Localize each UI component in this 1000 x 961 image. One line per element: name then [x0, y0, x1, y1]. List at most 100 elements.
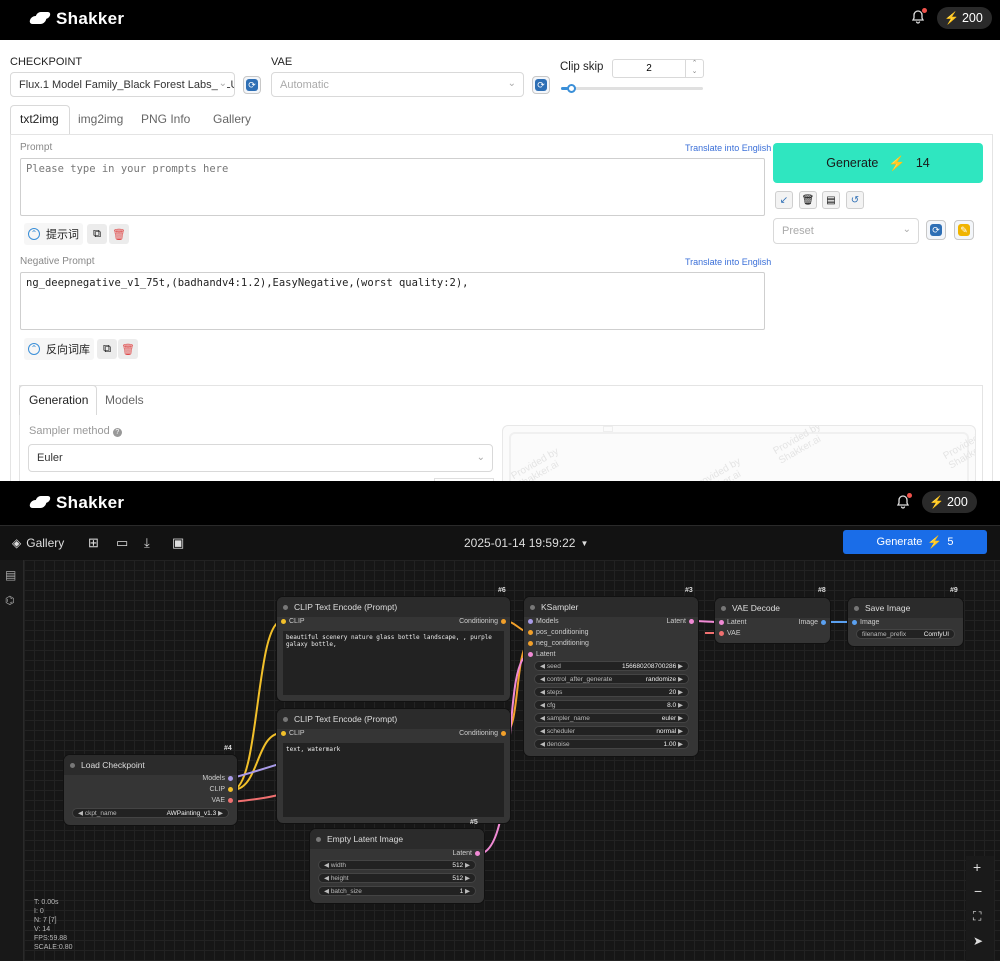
- comfy-toolbar: ◈Gallery ⊞ ▭ ⤓ ▣ 2025-01-14 19:59:22▼: [0, 525, 1000, 560]
- credits-badge[interactable]: ⚡200: [922, 491, 977, 513]
- tab-img2img[interactable]: img2img: [78, 112, 124, 126]
- chevron-up-icon: ⌃: [28, 343, 40, 355]
- brand-logo[interactable]: Shakker: [30, 9, 124, 29]
- port-clip: CLIP: [289, 730, 305, 737]
- datetime-dropdown[interactable]: 2025-01-14 19:59:22▼: [464, 536, 588, 550]
- download-icon[interactable]: ⤓: [144, 535, 150, 550]
- negative-prompt-input[interactable]: ng_deepnegative_v1_75t,(badhandv4:1.2),E…: [20, 272, 765, 330]
- credits-badge[interactable]: ⚡200: [937, 7, 992, 29]
- save-icon[interactable]: ▣: [172, 535, 185, 550]
- trash-icon[interactable]: 🗑: [109, 224, 129, 244]
- trash-icon[interactable]: 🗑: [118, 339, 138, 359]
- port-dot[interactable]: [501, 619, 506, 624]
- new-file-icon[interactable]: ⊞: [88, 535, 99, 550]
- port-dot[interactable]: [852, 620, 857, 625]
- port-dot[interactable]: [228, 787, 233, 792]
- prompt-library-button[interactable]: ⌃提示词: [24, 223, 83, 245]
- negative-library-button[interactable]: ⌃反向词库: [24, 338, 94, 360]
- port-dot[interactable]: [528, 619, 533, 624]
- preset-select[interactable]: Preset⌄: [773, 218, 919, 244]
- widget-label: control_after_generate: [546, 676, 613, 683]
- tab-gallery[interactable]: Gallery: [213, 112, 252, 126]
- tab-png-info[interactable]: PNG Info: [141, 112, 191, 126]
- bell-icon[interactable]: [910, 8, 927, 25]
- trash-icon[interactable]: 🗑: [799, 191, 817, 209]
- refresh-preset-button[interactable]: ⟳: [926, 220, 946, 240]
- zoom-out-icon[interactable]: −: [974, 883, 983, 899]
- checkpoint-select[interactable]: Flux.1 Model Family_Black Forest Labs_FL…: [10, 72, 235, 97]
- port-dot[interactable]: [228, 798, 233, 803]
- tab-txt2img-box: [10, 105, 70, 135]
- port-dot[interactable]: [719, 620, 724, 625]
- port-dot[interactable]: [719, 631, 724, 636]
- port-dot[interactable]: [528, 630, 533, 635]
- brand-logo[interactable]: Shakker: [30, 493, 124, 513]
- locate-icon[interactable]: ➤: [973, 934, 984, 948]
- undo-icon[interactable]: ↺: [846, 191, 864, 209]
- port-dot[interactable]: [528, 652, 533, 657]
- node-vae-decode[interactable]: VAE Decode Latent VAE Image: [715, 598, 830, 643]
- edit-preset-button[interactable]: ✎: [954, 220, 974, 240]
- chevron-down-icon: ⌄: [476, 452, 485, 463]
- zoom-in-icon[interactable]: +: [973, 859, 982, 875]
- prompt-text-area[interactable]: beautiful scenery nature glass bottle la…: [283, 631, 504, 695]
- tab-models[interactable]: Models: [105, 393, 144, 407]
- gallery-button[interactable]: ◈Gallery: [12, 536, 64, 550]
- arrow-icon[interactable]: ↙: [775, 191, 793, 209]
- stepper-arrows-icon[interactable]: ⌃⌄: [685, 60, 703, 77]
- prompt-text-area[interactable]: text, watermark: [283, 743, 504, 817]
- widget-value: euler: [661, 715, 677, 722]
- port-dot[interactable]: [475, 851, 480, 856]
- clip-skip-slider[interactable]: [561, 84, 703, 93]
- tree-icon[interactable]: ⌬: [5, 595, 15, 607]
- port-dot[interactable]: [281, 731, 286, 736]
- list-icon[interactable]: ▤: [5, 568, 17, 582]
- folder-icon[interactable]: ▭: [116, 535, 129, 550]
- vae-select[interactable]: Automatic⌄: [271, 72, 524, 97]
- node-ksampler[interactable]: KSampler Models pos_conditioning neg_con…: [524, 597, 698, 756]
- node-clip-text-encode-negative[interactable]: CLIP Text Encode (Prompt) CLIP Condition…: [277, 709, 510, 823]
- port-dot[interactable]: [501, 731, 506, 736]
- node-load-checkpoint[interactable]: Load Checkpoint Models CLIP VAE ◀ ckpt_n…: [64, 755, 237, 825]
- copy-icon[interactable]: ⧉: [87, 224, 107, 244]
- port-dot[interactable]: [281, 619, 286, 624]
- translate-negative-link[interactable]: Translate into English: [685, 257, 772, 267]
- sampler-select[interactable]: Euler⌄: [28, 444, 493, 472]
- prompt-input[interactable]: Please type in your prompts here: [20, 158, 765, 216]
- translate-prompt-link[interactable]: Translate into English: [685, 143, 772, 153]
- port-dot[interactable]: [689, 619, 694, 624]
- copy-icon[interactable]: ⧉: [97, 339, 117, 359]
- port-dot[interactable]: [528, 641, 533, 646]
- credits-value: 200: [946, 495, 968, 509]
- slider-handle[interactable]: [567, 84, 577, 93]
- help-icon[interactable]: ?: [112, 428, 122, 437]
- widget-label: sampler_name: [546, 715, 590, 722]
- clip-skip-input[interactable]: 2 ⌃⌄: [612, 59, 704, 78]
- node-clip-text-encode-positive[interactable]: CLIP Text Encode (Prompt) CLIP Condition…: [277, 597, 510, 701]
- refresh-vae-button[interactable]: ⟳: [532, 76, 550, 94]
- bell-icon[interactable]: [895, 493, 912, 510]
- port-dot[interactable]: [821, 620, 826, 625]
- refresh-checkpoint-button[interactable]: ⟳: [243, 76, 261, 94]
- port-dot[interactable]: [228, 776, 233, 781]
- tab-txt2img[interactable]: txt2img: [20, 112, 59, 126]
- tab-generation[interactable]: Generation: [29, 393, 89, 407]
- comfy-generate-button[interactable]: Generate⚡5: [843, 530, 987, 554]
- fit-view-icon[interactable]: ⛶: [973, 909, 982, 923]
- document-icon[interactable]: ▤: [822, 191, 840, 209]
- generate-button[interactable]: Generate⚡14: [773, 143, 983, 183]
